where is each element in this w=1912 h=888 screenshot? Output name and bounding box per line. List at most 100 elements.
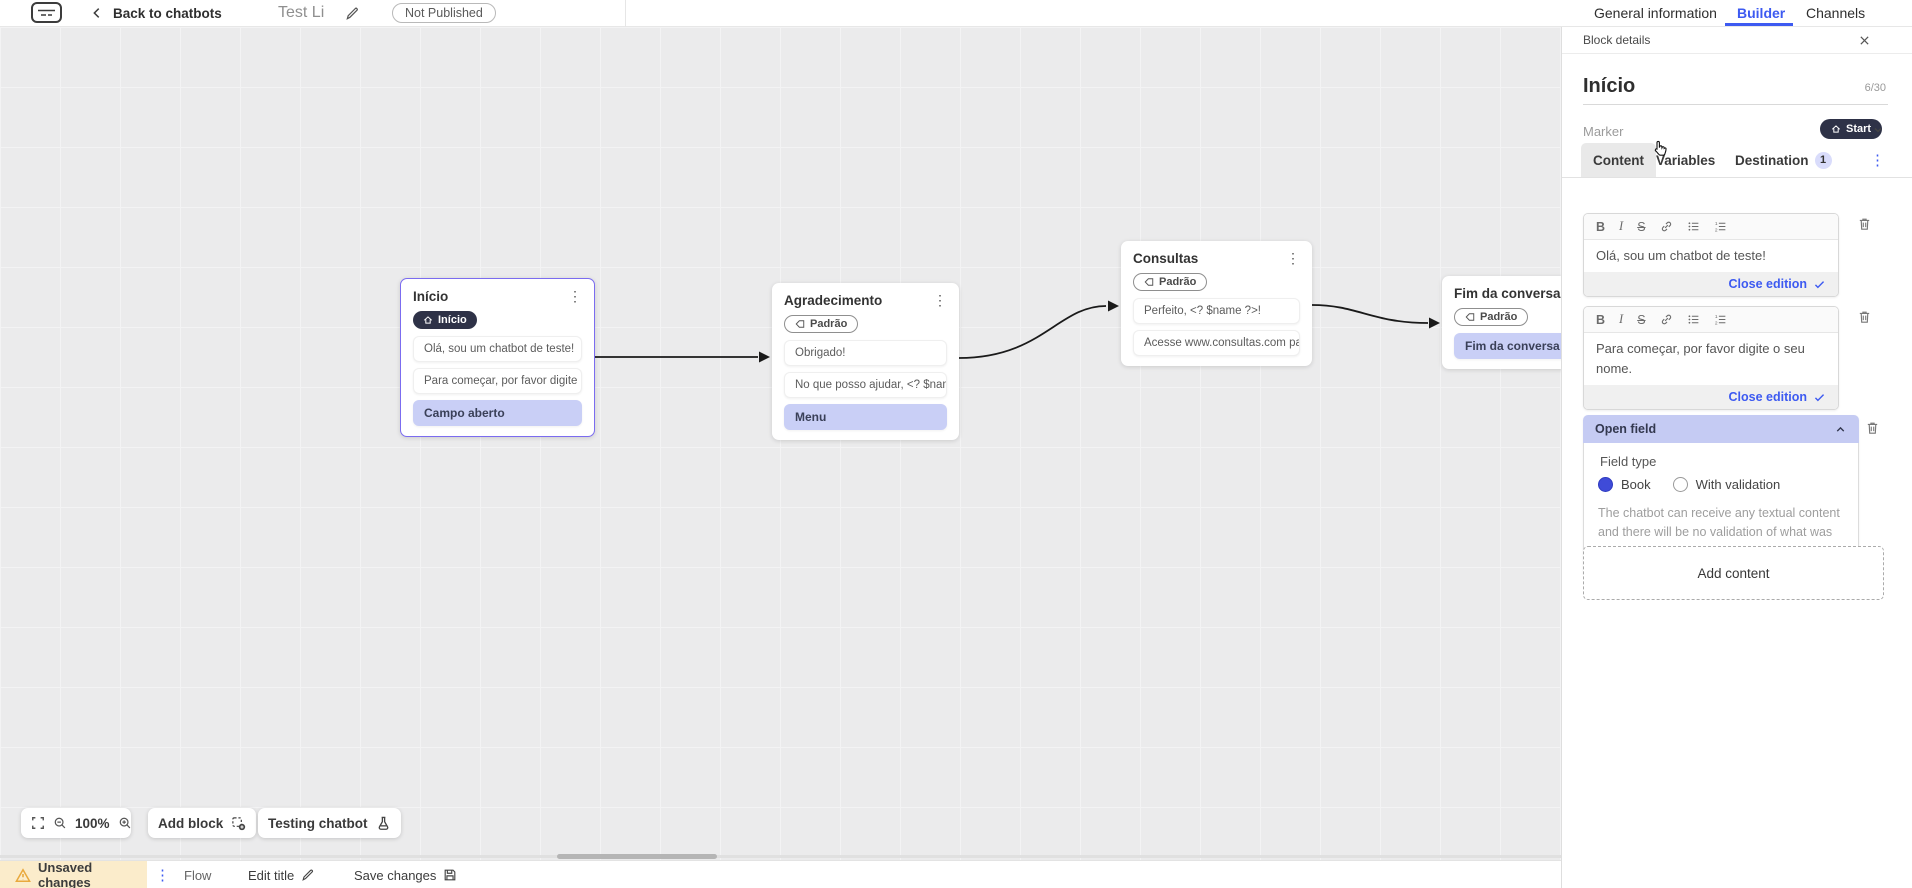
- italic-icon[interactable]: I: [1619, 312, 1624, 326]
- panel-menu-icon[interactable]: ⋮: [1870, 152, 1885, 169]
- bold-icon[interactable]: B: [1596, 219, 1606, 234]
- radio-with-validation[interactable]: [1672, 477, 1688, 492]
- bottom-status-bar: Unsaved changes ⋮ Flow Edit title Save c…: [0, 860, 1561, 888]
- app-logo-icon[interactable]: [31, 2, 62, 23]
- destination-count-badge: 1: [1814, 151, 1832, 169]
- chevron-down-icon[interactable]: [1872, 124, 1884, 136]
- trash-icon[interactable]: [1865, 420, 1880, 436]
- block-name-input[interactable]: Início: [1583, 75, 1636, 97]
- panel-tabs: Content Variables Destination 1: [1562, 143, 1912, 178]
- statusbar-menu-icon[interactable]: ⋮: [155, 867, 170, 884]
- marker-dropdown[interactable]: Start: [1820, 119, 1883, 139]
- tab-builder[interactable]: Builder: [1737, 5, 1786, 21]
- default-marker-pill: Padrão: [784, 315, 859, 333]
- default-marker-pill: Padrão: [1454, 308, 1529, 326]
- radio-with-validation-label[interactable]: With validation: [1695, 477, 1781, 492]
- close-icon[interactable]: [1858, 34, 1871, 47]
- canvas-scrollbar-thumb[interactable]: [557, 854, 717, 859]
- svg-text:1: 1: [1714, 314, 1717, 320]
- flow-canvas[interactable]: Início ⋮ Início Olá, sou um chatbot de t…: [0, 27, 1642, 888]
- block-row-message[interactable]: Obrigado!: [784, 340, 947, 366]
- bullet-list-icon[interactable]: [1687, 220, 1700, 233]
- block-title: Fim da conversa: [1454, 286, 1561, 301]
- edit-title-pencil-icon[interactable]: [345, 0, 360, 26]
- block-row-message[interactable]: Perfeito, <? $name ?>!: [1133, 298, 1300, 324]
- char-count: 6/30: [1864, 82, 1886, 94]
- flask-icon: [376, 816, 391, 831]
- editor-footer: Close edition: [1584, 385, 1838, 410]
- close-edition-link[interactable]: Close edition: [1728, 390, 1807, 405]
- tab-destination[interactable]: Destination 1: [1735, 143, 1832, 177]
- zoom-level: 100%: [75, 815, 110, 831]
- block-row-message[interactable]: Olá, sou um chatbot de teste!: [413, 336, 582, 362]
- tab-channels[interactable]: Channels: [1806, 5, 1866, 21]
- add-content-button[interactable]: Add content: [1583, 546, 1884, 600]
- block-menu-icon[interactable]: ⋮: [568, 288, 582, 304]
- svg-text:2: 2: [1714, 320, 1717, 326]
- editor-footer: Close edition: [1584, 272, 1838, 297]
- trash-icon[interactable]: [1857, 216, 1872, 232]
- fullscreen-icon[interactable]: [31, 816, 45, 830]
- flow-block-agradecimento[interactable]: Agradecimento ⋮ Padrão Obrigado! No que …: [772, 283, 959, 440]
- bold-icon[interactable]: B: [1596, 312, 1606, 327]
- open-field-header[interactable]: Open field: [1583, 415, 1859, 443]
- tab-variables[interactable]: Variables: [1656, 152, 1716, 168]
- block-menu-icon[interactable]: ⋮: [1286, 250, 1300, 266]
- top-bar: Back to chatbots Test Li Not Published G…: [0, 0, 1912, 27]
- radio-book-label[interactable]: Book: [1621, 477, 1651, 492]
- close-edition-link[interactable]: Close edition: [1728, 277, 1807, 292]
- testing-chatbot-button[interactable]: Testing chatbot: [258, 808, 401, 838]
- topbar-divider: [625, 0, 626, 27]
- block-row-message[interactable]: No que posso ajudar, <? $name ...: [784, 372, 947, 398]
- edit-title-button[interactable]: Edit title: [248, 861, 315, 888]
- block-details-panel: Block details Início 6/30 Marker Start C…: [1561, 27, 1912, 888]
- block-row-open-field[interactable]: Campo aberto: [413, 400, 582, 426]
- zoom-in-icon[interactable]: [118, 816, 132, 830]
- field-type-label: Field type: [1600, 454, 1657, 469]
- radio-book[interactable]: [1598, 477, 1613, 492]
- tab-content[interactable]: Content: [1581, 143, 1656, 177]
- link-icon[interactable]: [1660, 313, 1673, 326]
- tab-general-information[interactable]: General information: [1594, 5, 1717, 21]
- editor-text-area[interactable]: Para começar, por favor digite o seu nom…: [1584, 333, 1838, 386]
- strikethrough-icon[interactable]: S: [1637, 219, 1646, 234]
- block-row-menu[interactable]: Menu: [784, 404, 947, 430]
- save-changes-button[interactable]: Save changes: [354, 861, 457, 888]
- tag-icon: [1144, 278, 1154, 286]
- canvas-zoom-controls: 100%: [21, 808, 131, 838]
- back-to-chatbots-link[interactable]: Back to chatbots: [113, 5, 222, 21]
- start-marker-pill: Início: [413, 311, 477, 329]
- block-title: Agradecimento: [784, 293, 883, 308]
- warning-icon: [15, 867, 31, 883]
- italic-icon[interactable]: I: [1619, 219, 1624, 233]
- editor-text-area[interactable]: Olá, sou um chatbot de teste!: [1584, 240, 1838, 273]
- save-icon: [443, 868, 457, 882]
- strikethrough-icon[interactable]: S: [1637, 312, 1646, 327]
- flow-block-consultas[interactable]: Consultas ⋮ Padrão Perfeito, <? $name ?>…: [1121, 241, 1312, 366]
- name-input-underline: [1583, 104, 1888, 105]
- unsaved-changes-indicator: Unsaved changes: [0, 860, 147, 888]
- pencil-icon: [301, 868, 315, 882]
- marker-label: Marker: [1583, 124, 1624, 139]
- flow-selector[interactable]: Flow: [184, 867, 212, 883]
- canvas-scrollbar-track[interactable]: [0, 855, 1561, 858]
- trash-icon[interactable]: [1857, 309, 1872, 325]
- block-title: Consultas: [1133, 251, 1199, 266]
- flow-block-inicio[interactable]: Início ⋮ Início Olá, sou um chatbot de t…: [400, 278, 595, 437]
- svg-text:1: 1: [1714, 221, 1717, 227]
- link-icon[interactable]: [1660, 220, 1673, 233]
- back-chevron-icon[interactable]: [90, 0, 104, 26]
- chatbot-title[interactable]: Test Li: [278, 4, 325, 21]
- block-menu-icon[interactable]: ⋮: [933, 292, 947, 308]
- zoom-out-icon[interactable]: [53, 816, 67, 830]
- block-row-message[interactable]: Para começar, por favor digite o ...: [413, 368, 582, 394]
- status-badge: Not Published: [392, 3, 496, 23]
- add-block-button[interactable]: Add block: [148, 808, 257, 838]
- bullet-list-icon[interactable]: [1687, 313, 1700, 326]
- block-row-message[interactable]: Acesse www.consultas.com par...: [1133, 330, 1300, 356]
